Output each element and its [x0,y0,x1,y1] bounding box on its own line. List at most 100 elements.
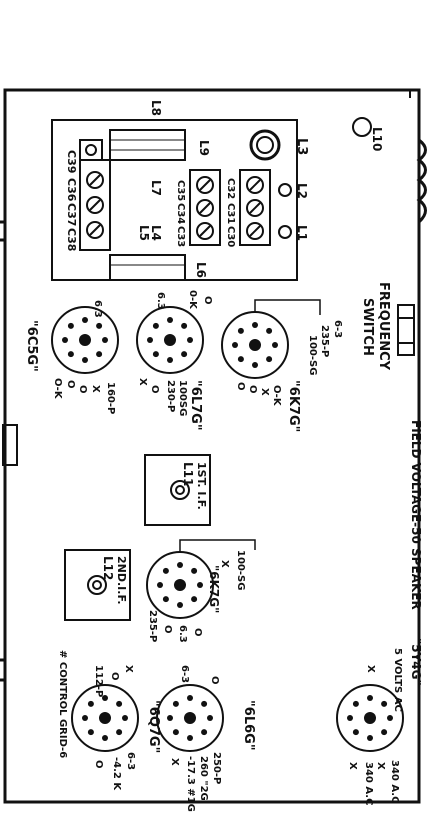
pin-label: X [169,758,180,766]
pin-label: 230-P [165,380,176,412]
pin-label: X [375,762,386,770]
socket-pin [167,357,173,363]
label-c31: C31 [225,203,236,224]
socket-pin [82,357,88,363]
socket-pin [266,327,273,334]
socket-pin [232,342,238,348]
tube-name: "6C5G" [24,320,39,372]
if1-label-a: 1ST. I.F. [195,462,208,510]
socket-pin [82,715,88,721]
if1-can: 1ST. I.F. L11 [144,454,211,526]
pin-label: 6-3 [179,665,190,683]
pin-label: O [162,625,173,634]
tube-socket [156,684,224,752]
tube-key [79,334,91,346]
tube-name: "6L6G" [241,700,256,751]
tube-socket [71,684,139,752]
tube-6l7g: "6L7G" 6.3 0-K O X O 230-P 100SG [136,290,213,431]
chassis-cable [416,138,427,224]
label-c33: C33 [175,226,186,247]
socket-pin [102,337,108,343]
label-c34: C34 [175,203,186,224]
pin-label: O [149,385,160,394]
if2-label-b: L12 [101,556,115,580]
if1-label-b: L11 [181,462,195,486]
socket-pin [352,729,359,736]
pin-label: 100-SG [235,550,246,590]
tube-name: "6K7G" [286,380,301,432]
socket-pin [201,700,208,707]
socket-pin [177,602,183,608]
tube-name: "6L7G" [188,380,203,431]
socket-pin [347,715,353,721]
coil-l5 [109,254,186,281]
socket-pin [172,700,179,707]
label-c38: C38 [65,228,78,251]
pin-label: -17.3 #1G [185,756,196,812]
pin-label: 6-3 [332,320,343,338]
label-l2: L2 [295,183,309,199]
coil-l1-terminal [278,225,292,239]
socket-pin [387,715,393,721]
chassis-outline [3,88,421,804]
socket-pin [167,715,173,721]
tube-key [364,712,376,724]
pin-label: 340 A.C [363,762,374,805]
frequency-switch: FREQUENCY SWITCH [360,282,415,371]
pin-label: O [93,760,104,769]
socket-pin [167,317,173,323]
trimmer-screw-group [196,176,264,240]
socket-pin [67,322,74,329]
socket-pin [96,351,103,358]
label-l1: L1 [295,225,309,241]
socket-pin [116,700,123,707]
socket-pin [201,729,208,736]
pin-label: X [259,388,270,396]
socket-pin [272,342,278,348]
pin-label: 6.3 [92,300,103,318]
socket-pin [237,356,244,363]
coil-l8 [109,129,186,161]
pin-label: X [90,385,101,393]
tube-key [249,339,261,351]
pin-label: X [137,378,148,386]
pin-label: O [192,628,203,637]
label-l7: L7 [149,180,163,196]
tube-6k7g-mid: 100-SG X "6K7G" O 6.3 235-P O [146,539,256,643]
socket-pin [116,729,123,736]
socket-pin [197,582,203,588]
socket-pin [172,729,179,736]
socket-pin [122,715,128,721]
socket-pin [177,562,183,568]
socket-pin [367,735,373,741]
socket-pin [381,700,388,707]
socket-pin [187,695,193,701]
rectifier-title: "5Y4G" [409,638,423,686]
pin-label: 235-P [147,610,158,642]
tube-key [184,712,196,724]
pin-label: O [109,672,120,681]
pin-label: 5 VOLTS AC [392,648,403,712]
tube-socket [51,306,119,374]
pin-label: O [209,676,220,685]
socket-pin [147,337,153,343]
label-l3: L3 [294,138,309,155]
socket-pin [191,567,198,574]
socket-pin [96,322,103,329]
socket-pin [102,735,108,741]
pin-label: X [347,762,358,770]
tube-6q7g: "6Q7G" 112-P O X 6-3 -4.2 K O # CONTROL … [57,650,161,791]
coil-l2-terminal [278,183,292,197]
socket-pin [207,715,213,721]
tube-6k7g-top: 6-3 235-P 100-SG "6K7G" O O X O-K [221,299,343,432]
socket-pin [162,596,169,603]
label-l10: L10 [370,127,384,151]
if1-box [144,454,211,526]
label-c36: C36 [65,178,78,202]
trimmer-screw [86,171,104,239]
trimmer-c39 [79,139,103,161]
frequency-switch-body [397,304,415,356]
socket-pin [157,582,163,588]
socket-pin [237,327,244,334]
